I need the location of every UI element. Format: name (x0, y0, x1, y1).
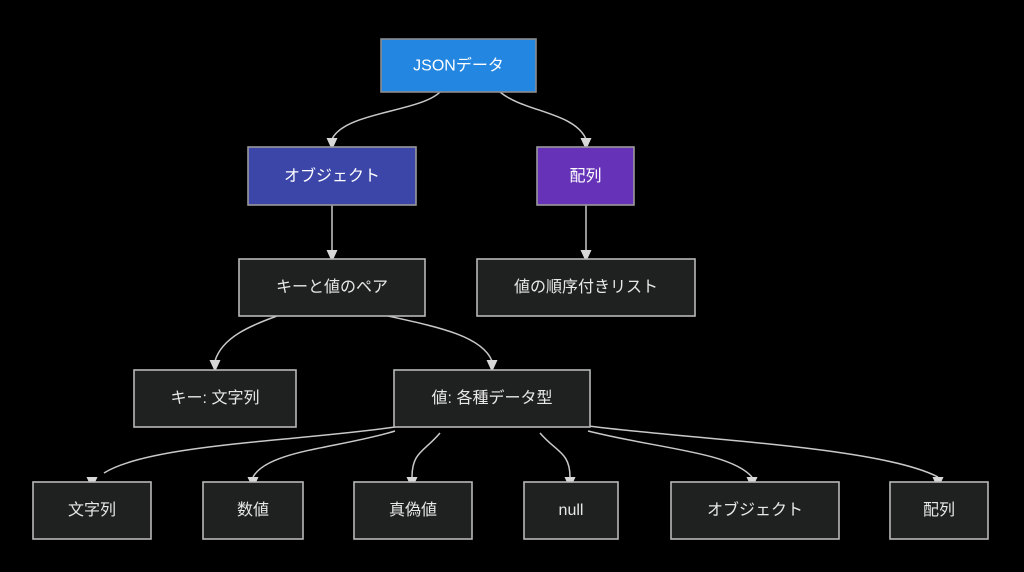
node-value-types[interactable]: 値: 各種データ型 (393, 369, 591, 428)
node-value-types-label: 値: 各種データ型 (432, 388, 553, 407)
node-leaf-number[interactable]: 数値 (202, 481, 304, 540)
node-json-data-label: JSONデータ (413, 56, 504, 75)
edge-value-to-leaf-array (587, 425, 944, 489)
node-key-value-pair[interactable]: キーと値のペア (238, 258, 426, 317)
edge-value-to-leaf-null (539, 432, 576, 489)
edge-root-to-object (326, 91, 441, 150)
edge-key-value-pair-to-key-string (209, 315, 278, 372)
edge-layer (86, 91, 944, 489)
node-leaf-null-label: null (559, 502, 584, 519)
edge-value-to-leaf-number (247, 430, 396, 489)
node-leaf-number-label: 数値 (237, 501, 269, 519)
node-array[interactable]: 配列 (536, 146, 635, 206)
node-key-string[interactable]: キー: 文字列 (133, 369, 297, 428)
node-leaf-array[interactable]: 配列 (889, 481, 989, 540)
node-leaf-string-label: 文字列 (68, 501, 116, 519)
node-leaf-array-label: 配列 (923, 501, 955, 519)
node-ordered-list[interactable]: 値の順序付きリスト (476, 258, 696, 317)
edge-object-to-key-value-pair (326, 205, 338, 262)
edge-root-to-array (499, 91, 592, 150)
node-json-data[interactable]: JSONデータ (380, 38, 537, 93)
node-leaf-boolean-label: 真偽値 (389, 501, 437, 519)
node-leaf-object[interactable]: オブジェクト (670, 481, 840, 540)
edge-key-value-pair-to-value-types (387, 315, 498, 372)
node-array-label: 配列 (569, 167, 601, 185)
edge-value-to-leaf-boolean (406, 432, 441, 489)
node-leaf-null[interactable]: null (523, 481, 619, 540)
edge-value-to-leaf-string (86, 426, 396, 489)
node-leaf-boolean[interactable]: 真偽値 (353, 481, 473, 540)
node-key-string-label: キー: 文字列 (171, 389, 260, 407)
node-ordered-list-label: 値の順序付きリスト (514, 278, 658, 296)
node-object[interactable]: オブジェクト (247, 146, 417, 206)
node-object-label: オブジェクト (284, 166, 380, 185)
node-key-value-pair-label: キーと値のペア (276, 278, 388, 296)
node-leaf-string[interactable]: 文字列 (32, 481, 152, 540)
edge-array-to-ordered-list (580, 205, 592, 262)
node-layer: JSONデータ オブジェクト 配列 キーと値のペア 値の順序付きリスト (32, 38, 989, 540)
node-leaf-object-label: オブジェクト (707, 500, 803, 519)
